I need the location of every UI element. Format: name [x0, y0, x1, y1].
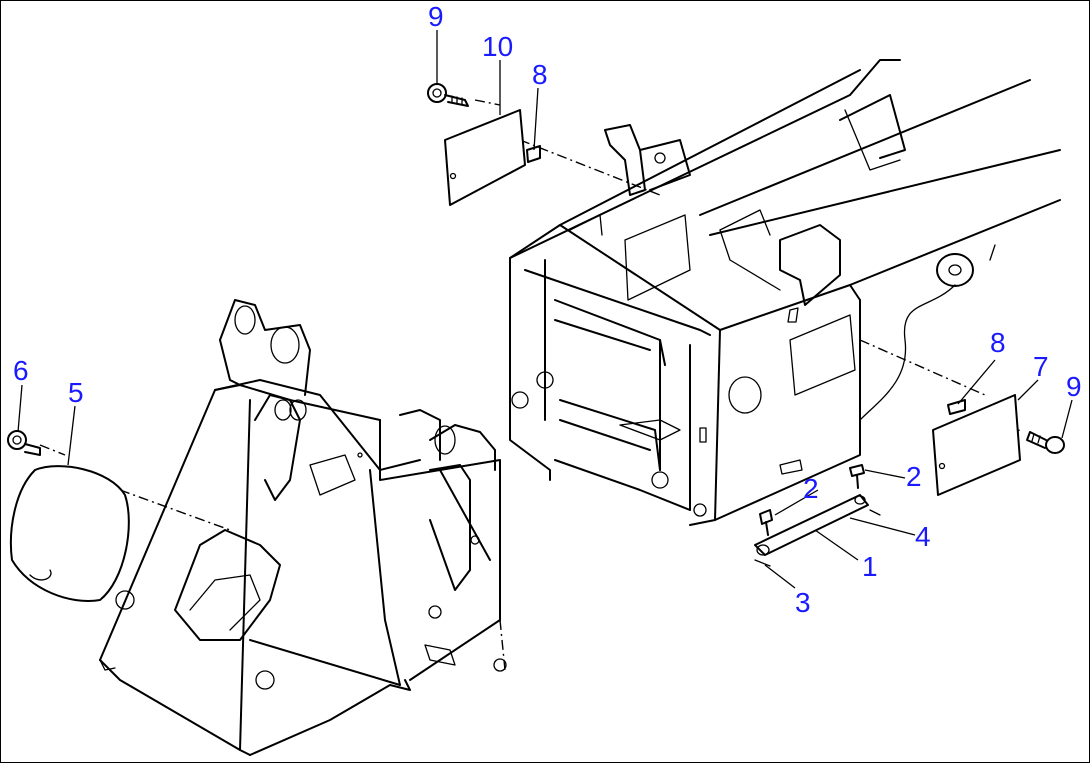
- callout-2-right: 2: [906, 461, 922, 492]
- callout-8-top: 8: [532, 59, 548, 90]
- callout-1: 1: [862, 551, 878, 582]
- leader-lines: [17, 30, 1073, 589]
- assembly-lines: [39, 99, 1021, 671]
- callout-2-left: 2: [803, 473, 819, 504]
- cover-plate-right: [932, 394, 1021, 496]
- bolt-top: [427, 83, 469, 107]
- rear-frame: [509, 59, 1061, 526]
- callout-8-right: 8: [990, 327, 1006, 358]
- callout-4: 4: [915, 521, 931, 552]
- seal-8-top: [526, 145, 541, 163]
- bar-assembly: [754, 464, 881, 567]
- bolt-left: [7, 430, 41, 456]
- seal-8-right: [947, 399, 966, 415]
- cover-plate-left: [9, 465, 130, 602]
- callout-6: 6: [13, 355, 29, 386]
- callout-7: 7: [1033, 351, 1049, 382]
- callout-9-right: 9: [1066, 371, 1082, 402]
- cover-plate-top: [444, 109, 541, 206]
- front-frame: [99, 299, 507, 756]
- bolt-right: [1026, 431, 1065, 454]
- callout-3: 3: [795, 587, 811, 618]
- callout-9-top: 9: [428, 1, 444, 32]
- callout-labels: 9 10 8 6 5 8 7 9 2 2 4 1 3: [13, 1, 1082, 618]
- callout-5: 5: [68, 377, 84, 408]
- callout-10: 10: [482, 31, 513, 62]
